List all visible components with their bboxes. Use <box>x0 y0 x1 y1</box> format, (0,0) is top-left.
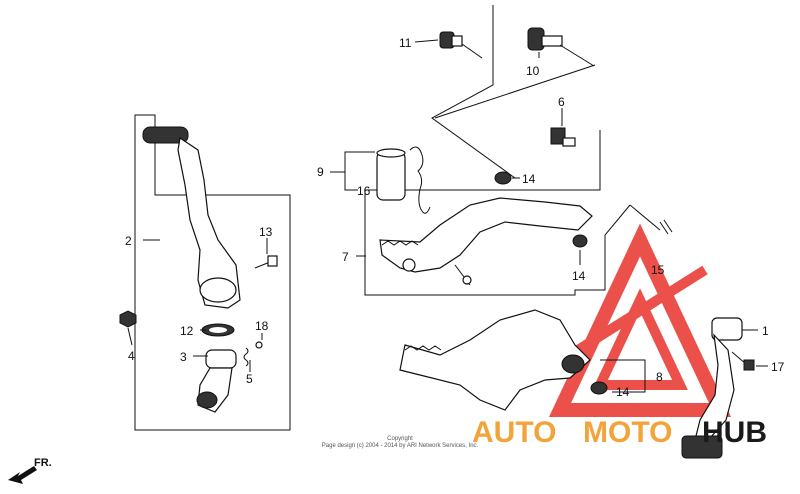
leader-10-arm <box>434 64 596 119</box>
leader-10-11 <box>431 5 516 179</box>
callout-11: 11 <box>399 36 412 50</box>
callout-5: 5 <box>246 372 253 386</box>
part-10-pivot-bolt <box>527 27 595 67</box>
watermark-text-hub: HUB <box>702 416 767 449</box>
copyright-line-1: Copyright <box>387 436 413 442</box>
part-11-pivot-bolt <box>439 31 483 59</box>
part-14-washer-a <box>494 171 512 185</box>
callout-14-top: 14 <box>522 172 536 186</box>
front-arrow-icon <box>8 466 37 484</box>
group-box-brake-pedal <box>364 130 631 296</box>
callout-leaders <box>127 39 768 393</box>
watermark-text-moto: MOTO <box>583 416 672 449</box>
copyright-line-2: Page design (c) 2004 - 2014 by ARI Netwo… <box>322 443 479 449</box>
watermark-triangle-outer <box>548 223 732 417</box>
callout-4: 4 <box>128 349 135 363</box>
callout-9: 9 <box>317 165 324 179</box>
watermark-logo <box>548 223 732 417</box>
callout-17: 17 <box>771 360 785 374</box>
part-8-brake-pedal-assembly <box>399 309 591 411</box>
part-3-kick-spindle <box>196 349 237 413</box>
callout-6: 6 <box>558 95 565 109</box>
part-16-rubber <box>376 148 406 201</box>
leader-15 <box>629 204 661 231</box>
watermark-slash <box>575 265 708 355</box>
part-9-spring <box>409 146 431 214</box>
part-14-washer-b <box>572 234 588 248</box>
part-4-nut <box>119 310 137 328</box>
callout-8: 8 <box>656 370 663 384</box>
part-18-ball <box>255 341 263 349</box>
part-2-kick-lever <box>142 126 241 309</box>
callout-12: 12 <box>180 324 194 338</box>
part-14-washer-c <box>590 381 608 395</box>
callout-14-middle: 14 <box>572 269 586 283</box>
part-15-cotter-pin <box>659 219 673 235</box>
callout-7: 7 <box>342 250 349 264</box>
watermark-text-auto: AUTO <box>472 416 556 449</box>
part-5-spring <box>243 347 249 367</box>
callout-2: 2 <box>125 234 132 248</box>
part-6-retainer <box>550 127 576 147</box>
part-13-bolt <box>254 255 278 269</box>
group-box-kickstarter <box>134 114 291 431</box>
watermark-triangle-inner <box>592 288 688 390</box>
callout-10: 10 <box>526 64 540 78</box>
callout-13: 13 <box>259 225 273 239</box>
callout-3: 3 <box>180 350 187 364</box>
part-7-brake-pedal <box>379 197 593 286</box>
callout-14-bottom: 14 <box>616 385 630 399</box>
front-direction-indicator: FR. <box>8 457 52 484</box>
part-17-bolt <box>731 351 755 371</box>
callout-15: 15 <box>651 263 665 277</box>
watermark-text: AUTO MOTO HUB <box>472 416 767 449</box>
callout-18: 18 <box>255 319 269 333</box>
front-label: FR. <box>34 457 52 469</box>
callout-1: 1 <box>762 324 769 338</box>
callout-16: 16 <box>357 184 371 198</box>
part-1-gearshift-lever <box>681 317 743 459</box>
